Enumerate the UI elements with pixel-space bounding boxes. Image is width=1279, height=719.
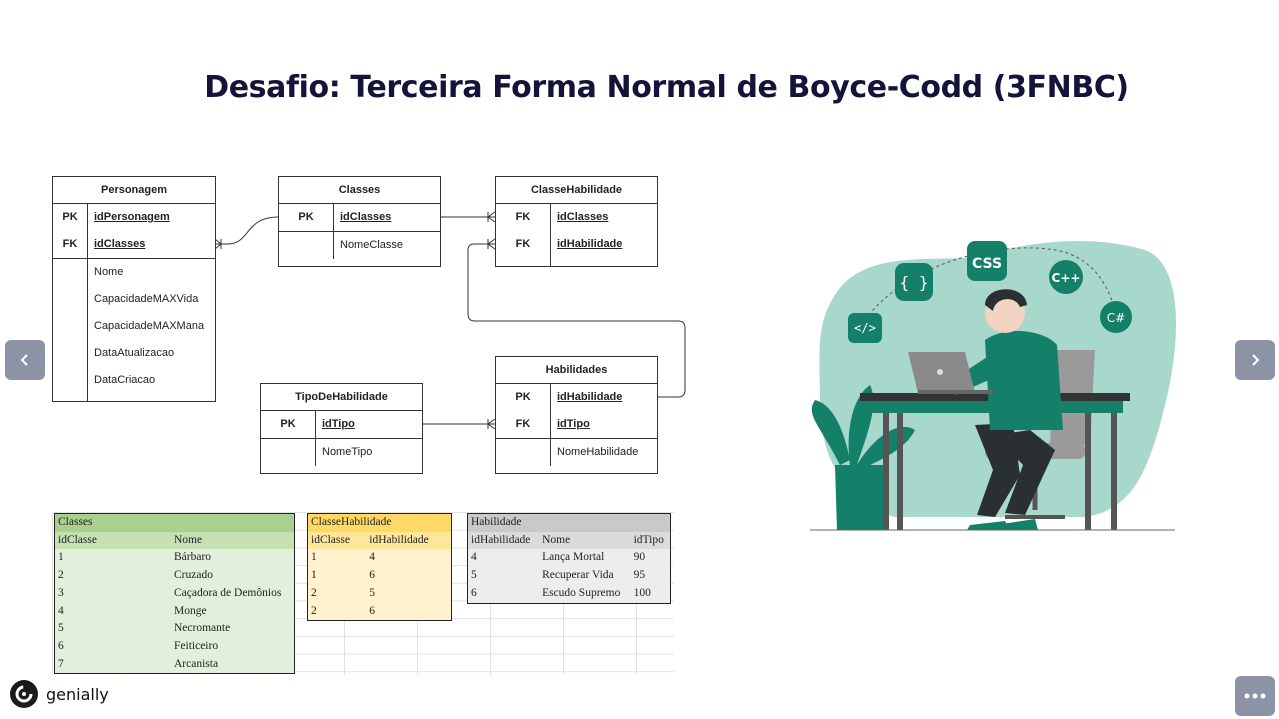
svg-text:C++: C++ [1052, 271, 1081, 285]
field-nometipo: NomeTipo [322, 446, 373, 458]
genially-logo-icon [10, 680, 38, 708]
field-datacriacao: DataCriacao [94, 374, 156, 386]
laptop-icon [908, 352, 993, 394]
sheet-header: idHabilidade [471, 533, 531, 546]
sheet-header: idClasse [311, 533, 350, 546]
key-column-empty [53, 259, 88, 402]
svg-text:</>: </> [854, 321, 876, 335]
genially-logo-text: genially [46, 684, 109, 704]
developer-illustration: </> { } CSS C++ C# [810, 240, 1177, 531]
field-idhabilidade: idHabilidade [557, 238, 623, 250]
more-options-button[interactable] [1235, 676, 1275, 716]
field-nome: Nome [94, 266, 124, 278]
key-label: FK [496, 231, 551, 266]
key-column-empty [261, 439, 316, 466]
svg-text:{ }: { } [900, 273, 929, 292]
er-table-title: ClasseHabilidade [496, 177, 657, 204]
field-idhabilidade: idHabilidade [557, 391, 623, 403]
svg-text:CSS: CSS [972, 256, 1002, 272]
sheet-title: Classes [58, 516, 93, 528]
sheet-header: Nome [542, 533, 571, 546]
er-table-title: TipoDeHabilidade [261, 384, 422, 411]
previous-slide-button[interactable] [5, 340, 45, 380]
html-badge: </> [848, 313, 882, 343]
key-label: PK [261, 411, 316, 438]
er-table-habilidades: Habilidades PK idHabilidade FK idTipo Nome… [495, 356, 658, 474]
key-column-empty [279, 232, 334, 259]
field-dataatualizacao: DataAtualizacao [94, 347, 175, 359]
sheet-title: ClasseHabilidade [311, 516, 392, 528]
page-title: Desafio: Terceira Forma Normal de Boyce-… [204, 70, 1129, 105]
next-slide-button[interactable] [1235, 340, 1275, 380]
person-icon [945, 289, 1063, 530]
er-table-title: Classes [279, 177, 440, 204]
key-label: PK [496, 384, 551, 411]
field-idtipo: idTipo [557, 418, 590, 430]
sheet-header: idHabilidade [369, 533, 429, 546]
key-label: FK [496, 204, 551, 231]
field-nomeclasse: NomeClasse [340, 239, 403, 251]
chevron-left-icon [20, 354, 28, 366]
sheet-title: Habilidade [471, 516, 522, 528]
field-capacidademaxvida: CapacidadeMAXVida [94, 293, 199, 305]
field-idpersonagem: idPersonagem [94, 211, 170, 223]
er-table-personagem: Personagem PK idPersonagem FK idClasses No… [52, 176, 216, 402]
sheet-header: Nome [174, 533, 203, 546]
braces-badge: { } [895, 263, 933, 301]
key-column-empty [496, 439, 551, 466]
field-idclasses: idClasses [340, 211, 392, 223]
er-table-classes: Classes PK idClasses NomeClasse [278, 176, 441, 267]
er-table-title: Habilidades [496, 357, 657, 384]
csharp-badge: C# [1100, 301, 1132, 333]
field-idtipo: idTipo [322, 418, 355, 430]
key-label: FK [53, 231, 88, 258]
er-table-classehabilidade: ClasseHabilidade FK idClasses FK idHabilid… [495, 176, 658, 267]
field-capacidademaxmana: CapacidadeMAXMana [94, 320, 205, 332]
chevron-right-icon [1252, 354, 1260, 366]
sheet-header: idClasse [58, 533, 97, 546]
css-badge: CSS [967, 241, 1007, 281]
sheet-header: idTipo [633, 533, 664, 546]
er-table-title: Personagem [53, 177, 215, 204]
svg-text:C#: C# [1107, 311, 1125, 325]
key-label: PK [279, 204, 334, 231]
field-idclasses: idClasses [94, 238, 146, 250]
cpp-badge: C++ [1049, 260, 1083, 294]
key-label: FK [496, 411, 551, 438]
field-nomehabilidade: NomeHabilidade [557, 446, 639, 458]
key-label: PK [53, 204, 88, 231]
er-table-tipodehabilidade: TipoDeHabilidade PK idTipo NomeTipo [260, 383, 423, 474]
more-icon [1244, 693, 1266, 699]
field-idclasses: idClasses [557, 211, 609, 223]
genially-logo[interactable]: genially [10, 680, 109, 708]
